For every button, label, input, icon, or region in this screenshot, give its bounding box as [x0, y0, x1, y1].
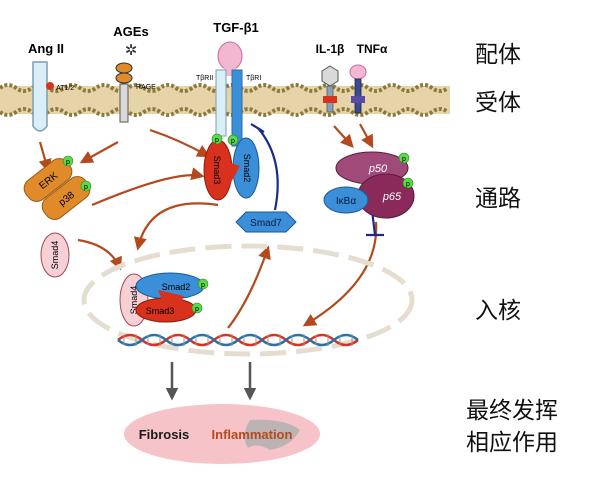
stage-label-receptor: 受体 — [475, 90, 521, 116]
rage-receptor: ✲ RAGE — [115, 42, 156, 123]
erk-p38-complex: ERK p38 p p — [23, 155, 92, 220]
stage-label-effect-line2: 相应作用 — [466, 430, 558, 456]
arrow-rage-to-erk — [79, 141, 119, 164]
stage-label-pathway: 通路 — [475, 186, 521, 212]
stage-label-ligand: 配体 — [475, 42, 521, 68]
molecule-label-smad7: Smad7 — [250, 218, 282, 229]
ligand-label-tgfb1: TGF-β1 — [213, 20, 259, 35]
receptor-label-at12: AT1/2 — [56, 85, 74, 92]
phospho-p50: p — [402, 156, 406, 163]
tgfb-receptor-complex: TβRII TβRI — [196, 41, 261, 147]
receptor-label-tbri: TβRI — [246, 75, 261, 82]
stage-label-nucleus: 入核 — [475, 298, 521, 324]
dna-helix — [117, 333, 359, 347]
molecule-label-p65: p65 — [382, 191, 402, 203]
molecule-label-smad3-nuc: Smad3 — [146, 306, 175, 316]
svg-text:✲: ✲ — [125, 42, 138, 59]
arrow-smad-to-nucleus — [133, 202, 219, 251]
receptor-label-rage: RAGE — [136, 84, 156, 91]
phospho-smad3-nuc: p — [195, 306, 199, 313]
phospho-p38: p — [84, 184, 88, 191]
molecule-label-smad2-cyto: Smad2 — [242, 154, 252, 183]
il1b-receptor — [321, 65, 339, 113]
smad23-cytoplasm: Smad3 Smad2 p p — [203, 133, 260, 201]
outcome-label-inflammation: Inflammation — [212, 427, 293, 442]
inhibit-smad7-to-tbri — [257, 127, 279, 211]
molecule-label-smad4-cyto: Smad4 — [50, 241, 60, 270]
molecule-label-smad4-nuc: Smad4 — [129, 286, 139, 315]
stage-labels: 配体 受体 通路 入核 最终发挥 相应作用 — [466, 42, 558, 456]
phospho-smad2: p — [231, 138, 235, 145]
outcome-arrows — [165, 362, 257, 401]
tnfa-receptor — [349, 64, 367, 114]
smad4-cytoplasm: Smad4 — [40, 232, 70, 278]
arrow-erk-to-smad — [91, 167, 205, 207]
ligand-label-ages: AGEs — [113, 24, 148, 39]
phospho-p65: p — [406, 181, 410, 188]
ligand-label-tnfa: TNFα — [357, 42, 388, 56]
phospho-erk: p — [66, 159, 70, 166]
ligand-label-il1b: IL-1β — [316, 42, 345, 56]
arrow-tnfa-to-nfkb — [359, 123, 374, 149]
outcome-disk: Fibrosis Inflammation — [124, 404, 320, 464]
outcome-label-fibrosis: Fibrosis — [139, 427, 190, 442]
nucleus — [81, 243, 415, 357]
smad-complex-nuclear: Smad4 Smad2 Smad3 p p — [119, 272, 209, 327]
molecule-label-p50: p50 — [368, 163, 388, 175]
molecule-label-smad3-cyto: Smad3 — [212, 156, 222, 185]
molecule-label-ikba: IκBα — [336, 196, 356, 207]
receptor-label-tbrii: TβRII — [196, 75, 213, 82]
arrow-dna-to-smad7 — [227, 245, 271, 329]
arrow-il1b-to-nfkb — [333, 125, 354, 148]
arrow-rage-to-smad — [149, 128, 211, 158]
at12-receptor: AT1/2 — [32, 61, 74, 132]
nfkb-complex: p50 p65 p p IκBα — [323, 151, 415, 219]
smad7: Smad7 — [235, 211, 297, 233]
ligand-label-angii: Ang II — [28, 41, 64, 56]
molecule-label-smad2-nuc: Smad2 — [162, 282, 191, 292]
phospho-smad3: p — [215, 137, 219, 144]
arrow-smad4-to-nucleus — [77, 238, 122, 271]
arrow-nfkb-to-nucleus — [302, 221, 378, 327]
phospho-smad2-nuc: p — [201, 282, 205, 289]
stage-label-effect-line1: 最终发挥 — [466, 398, 558, 424]
